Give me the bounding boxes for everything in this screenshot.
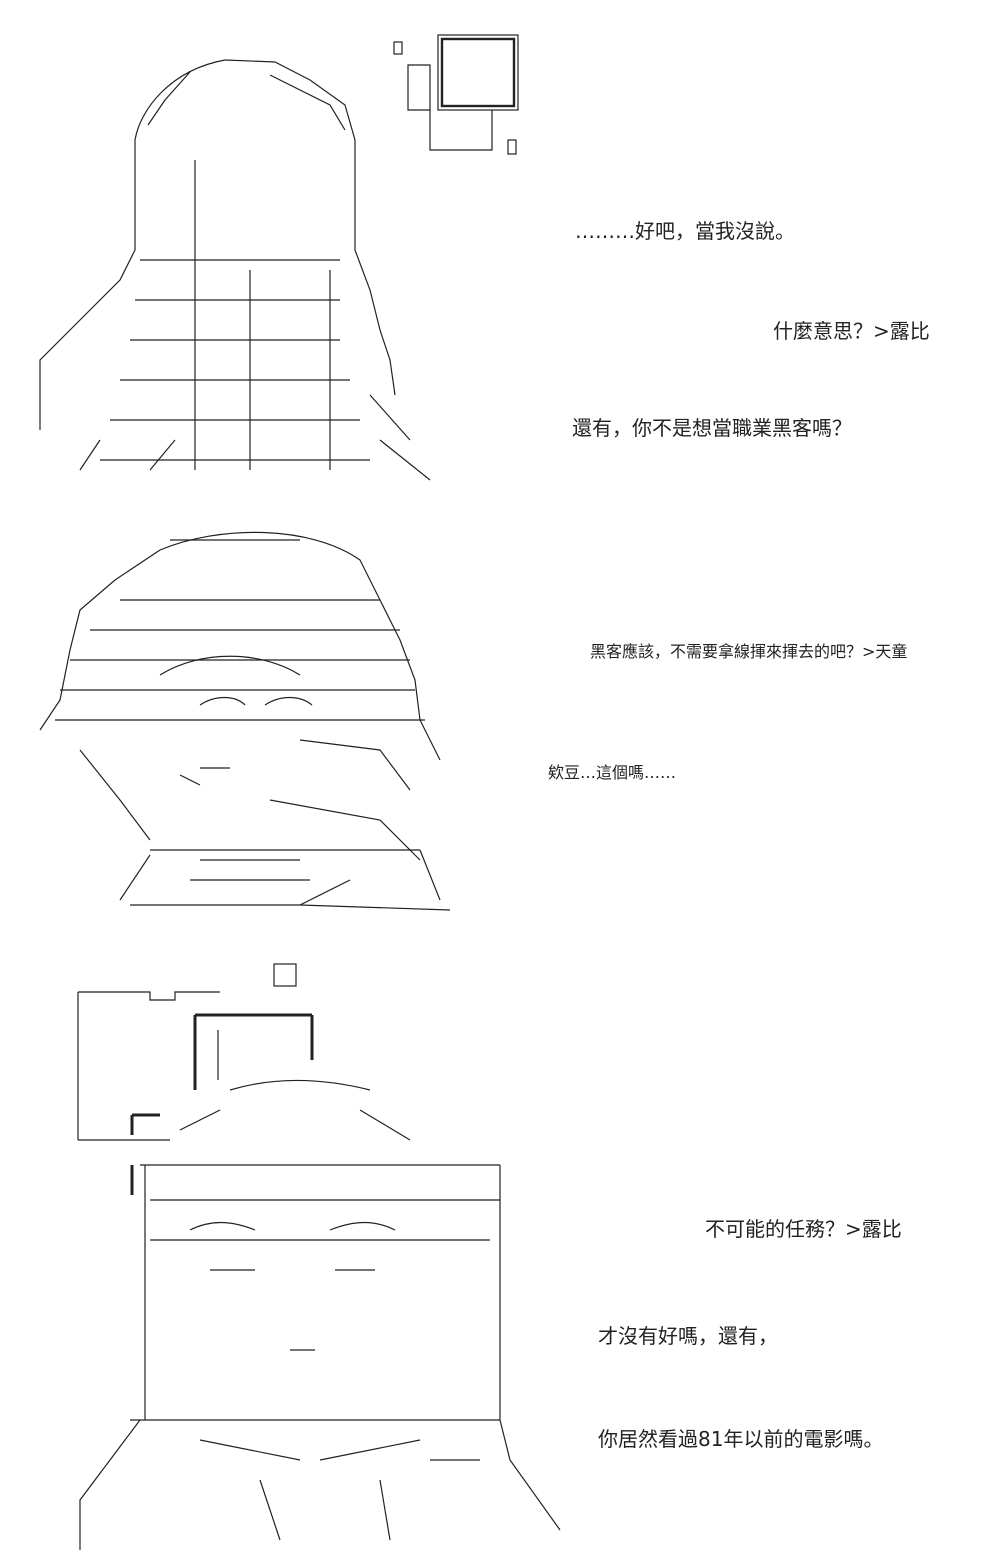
panel1-line-2: 什麼意思？>露比 xyxy=(773,319,930,343)
panel3-line-3: 你居然看過81年以前的電影嗎。 xyxy=(598,1427,884,1451)
panel-1: ………好吧，當我沒說。 什麼意思？>露比 還有，你不是想當職業黑客嗎？ xyxy=(0,0,1000,500)
panel1-line-1: ………好吧，當我沒說。 xyxy=(575,219,795,243)
panel3-line-2: 才沒有好嗎，還有， xyxy=(598,1324,778,1348)
panel2-line-1: 黑客應該，不需要拿線揮來揮去的吧？>天童 xyxy=(590,642,908,661)
ascii-character-art-2 xyxy=(39,531,451,911)
panel3-line-1: 不可能的任務？>露比 xyxy=(705,1217,902,1241)
ascii-character-art-3 xyxy=(77,963,561,1550)
panel-3: 不可能的任務？>露比 才沒有好嗎，還有， 你居然看過81年以前的電影嗎。 xyxy=(0,940,1000,1560)
ascii-character-art-1 xyxy=(39,34,519,481)
panel2-line-2: 欸豆…這個嗎…… xyxy=(548,763,677,782)
panel1-line-3: 還有，你不是想當職業黑客嗎？ xyxy=(572,416,852,440)
panel-2: 黑客應該，不需要拿線揮來揮去的吧？>天童 欸豆…這個嗎…… xyxy=(0,500,1000,940)
